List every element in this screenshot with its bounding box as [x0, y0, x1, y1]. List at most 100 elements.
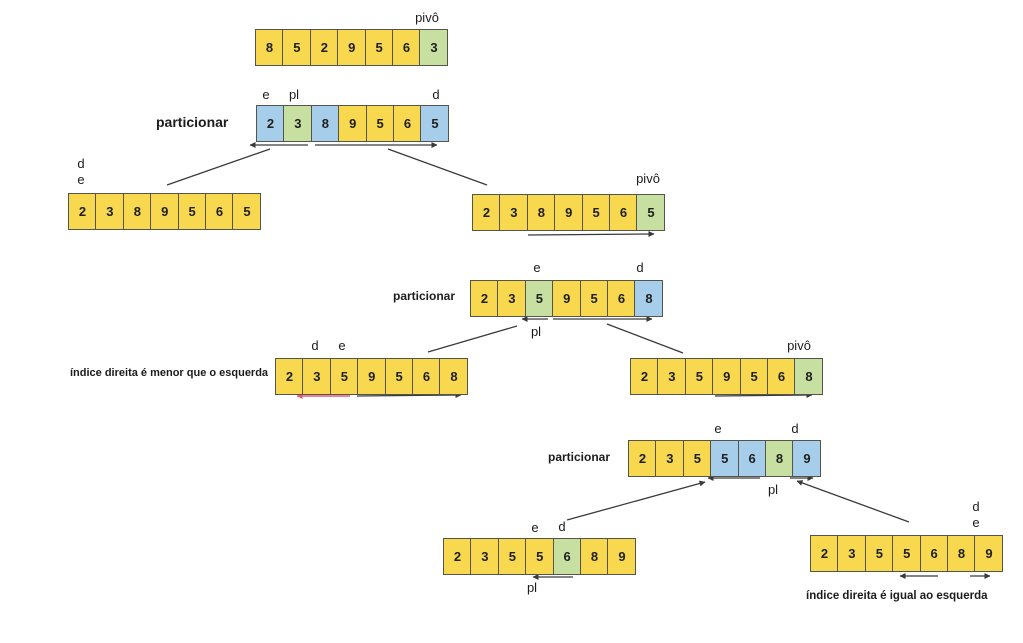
array-cell: 6 [205, 193, 235, 230]
array-cell: 5 [525, 538, 555, 575]
array-cell: 5 [581, 194, 611, 231]
array-cell: 5 [524, 280, 554, 317]
array-cell: 6 [392, 29, 422, 66]
pl-label-step3: pl [767, 482, 779, 497]
array-cell: 2 [472, 194, 501, 231]
array-cell: 5 [365, 105, 395, 142]
array-cell: 8 [634, 280, 664, 317]
array-cell: 8 [255, 29, 284, 66]
array-cell: 8 [122, 193, 152, 230]
pl-label-step1: pl [288, 87, 300, 102]
partition-label-2: particionar [393, 289, 456, 303]
d-label-step3: d [791, 421, 799, 436]
array-cell: 3 [497, 280, 527, 317]
array-cell: 5 [739, 358, 769, 395]
e-label-bottom-right: e [972, 515, 980, 530]
array-cell: 6 [393, 105, 423, 142]
array-cell: 2 [309, 29, 339, 66]
array-cell: 9 [337, 29, 367, 66]
array-cell: 2 [810, 535, 839, 572]
e-label-step2: e [533, 260, 541, 275]
array-cell: 8 [526, 194, 556, 231]
array-cell: 3 [283, 105, 313, 142]
array-cell: 8 [310, 105, 340, 142]
array-cell: 5 [892, 535, 922, 572]
pl-label-bottom-left: pl [526, 580, 538, 595]
d-label-step1: d [432, 87, 440, 102]
array-cell: 3 [95, 193, 125, 230]
array-cell: 5 [682, 440, 712, 477]
array-cell: 6 [412, 358, 442, 395]
e-label-bottom-left: e [531, 520, 539, 535]
array-cell: 5 [329, 358, 359, 395]
array-cell: 9 [554, 194, 584, 231]
array-cell: 9 [552, 280, 582, 317]
array-cell: 3 [657, 358, 687, 395]
array-cell: 2 [630, 358, 659, 395]
right-equal-left-text: índice direita é igual ao esquerda [806, 590, 988, 602]
array-cell: 5 [710, 440, 740, 477]
array-cell: 3 [470, 538, 500, 575]
array-cell: 9 [792, 440, 822, 477]
array-cell: 8 [947, 535, 977, 572]
connector-step2-right [606, 323, 684, 354]
pivot-label-1: pivô [415, 10, 439, 25]
connector-step2-left [427, 325, 518, 353]
connector-step3-left [566, 480, 706, 521]
right-less-than-left-text: índice direita é menor que o esquerda [70, 367, 269, 379]
array-cell: 5 [864, 535, 894, 572]
array-cell: 8 [580, 538, 610, 575]
e-label-row5-left: e [338, 338, 346, 353]
array-cell: 5 [384, 358, 414, 395]
array-cell: 6 [767, 358, 797, 395]
array-cell: 3 [655, 440, 685, 477]
array-cell: 2 [628, 440, 657, 477]
e-label-left-subarray1: e [77, 172, 85, 187]
d-label-row5-left: d [311, 338, 319, 353]
arrow-scan-right-subarray1 [527, 231, 655, 238]
d-label-bottom-left: d [558, 519, 566, 534]
array-cell: 8 [794, 358, 824, 395]
array-cell: 5 [232, 193, 262, 230]
array-cell: 6 [552, 538, 582, 575]
connector-step3-right [796, 480, 910, 523]
array-cell: 9 [974, 535, 1004, 572]
d-label-bottom-right: d [972, 499, 980, 514]
array-cell: 3 [837, 535, 867, 572]
array-cell: 3 [419, 29, 449, 66]
array-cell: 9 [607, 538, 637, 575]
array-cell: 5 [684, 358, 714, 395]
array-cell: 9 [357, 358, 387, 395]
array-cell: 5 [636, 194, 666, 231]
array-cell: 2 [443, 538, 472, 575]
pivot-label-3: pivô [787, 338, 811, 353]
array-cell: 5 [579, 280, 609, 317]
array-cell: 2 [275, 358, 304, 395]
connector-step1-right [387, 148, 488, 186]
array-cell: 2 [68, 193, 97, 230]
pl-label-step2: pl [530, 324, 542, 339]
array-cell: 5 [420, 105, 450, 142]
array-cell: 8 [765, 440, 795, 477]
array-cell: 3 [499, 194, 529, 231]
array-cell: 3 [302, 358, 332, 395]
array-cell: 9 [712, 358, 742, 395]
array-cell: 9 [338, 105, 368, 142]
e-label-step3: e [714, 421, 722, 436]
array-cell: 6 [919, 535, 949, 572]
partition-label-3: particionar [548, 450, 611, 464]
array-cell: 6 [607, 280, 637, 317]
array-cell: 8 [439, 358, 469, 395]
arrow-scan-right-row5-left [356, 392, 462, 399]
array-cell: 5 [497, 538, 527, 575]
